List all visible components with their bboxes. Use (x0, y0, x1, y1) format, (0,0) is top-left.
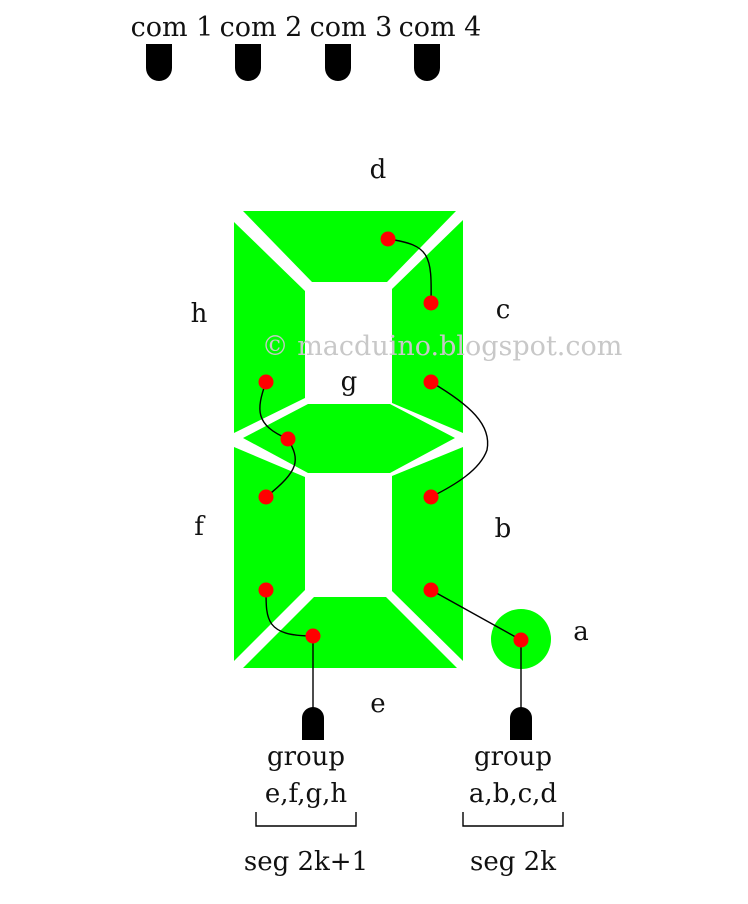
group-odd-seg-label: seg 2k+1 (244, 847, 368, 877)
dot-a (513, 632, 529, 648)
com-4-label: com 4 (399, 12, 482, 43)
dot-e (305, 628, 321, 644)
group-even-title: group (474, 742, 552, 772)
segment-h (234, 222, 305, 433)
label-a: a (573, 617, 589, 647)
com-2-connector (235, 44, 261, 81)
group-odd-title: group (267, 742, 345, 772)
dot-c-lower (423, 374, 439, 390)
com-3-label: com 3 (310, 12, 393, 43)
group-odd-bracket (255, 812, 357, 827)
segment-e (243, 597, 457, 668)
segment-c (392, 220, 463, 433)
group-even-seg-label: seg 2k (470, 847, 556, 877)
label-e: e (370, 689, 385, 719)
wire-h-g (259, 381, 289, 440)
common-connectors: com 1 com 2 com 3 com 4 (131, 12, 482, 81)
label-d: d (370, 155, 387, 185)
group-odd-members: e,f,g,h (265, 779, 348, 809)
dot-c-upper (423, 295, 439, 311)
segments (234, 211, 551, 669)
wire-c-b (430, 381, 489, 498)
wires (259, 238, 522, 710)
com-4-connector (414, 44, 440, 81)
com-1-connector (146, 44, 172, 81)
group-odd-connector (302, 707, 324, 740)
wire-f-e (265, 589, 314, 637)
segment-labels: d h c g f b a e (191, 155, 589, 719)
label-c: c (496, 295, 511, 325)
watermark: © macduino.blogspot.com (262, 331, 623, 362)
dot-h (258, 374, 274, 390)
dot-b-lower (423, 582, 439, 598)
segment-dots (258, 231, 529, 648)
label-g: g (341, 367, 358, 397)
group-even: group a,b,c,d seg 2k (462, 742, 564, 877)
group-even-bracket (462, 812, 564, 827)
com-3-connector (325, 44, 351, 81)
label-h: h (191, 299, 208, 329)
wire-b-a (430, 589, 522, 641)
group-even-members: a,b,c,d (469, 779, 557, 809)
com-1-label: com 1 (131, 12, 214, 43)
segment-f (234, 447, 305, 661)
wire-d-c (387, 238, 432, 304)
dot-d (380, 231, 396, 247)
dot-f-lower (258, 582, 274, 598)
com-2-label: com 2 (220, 12, 303, 43)
group-connectors (302, 707, 532, 740)
dot-b-upper (423, 489, 439, 505)
dot-g (280, 431, 296, 447)
dot-f-upper (258, 489, 274, 505)
group-odd: group e,f,g,h seg 2k+1 (244, 742, 368, 877)
group-even-connector (510, 707, 532, 740)
segment-b (392, 447, 463, 661)
segment-d (243, 211, 456, 282)
label-f: f (194, 512, 206, 542)
label-b: b (495, 514, 512, 544)
segment-g (243, 404, 455, 473)
